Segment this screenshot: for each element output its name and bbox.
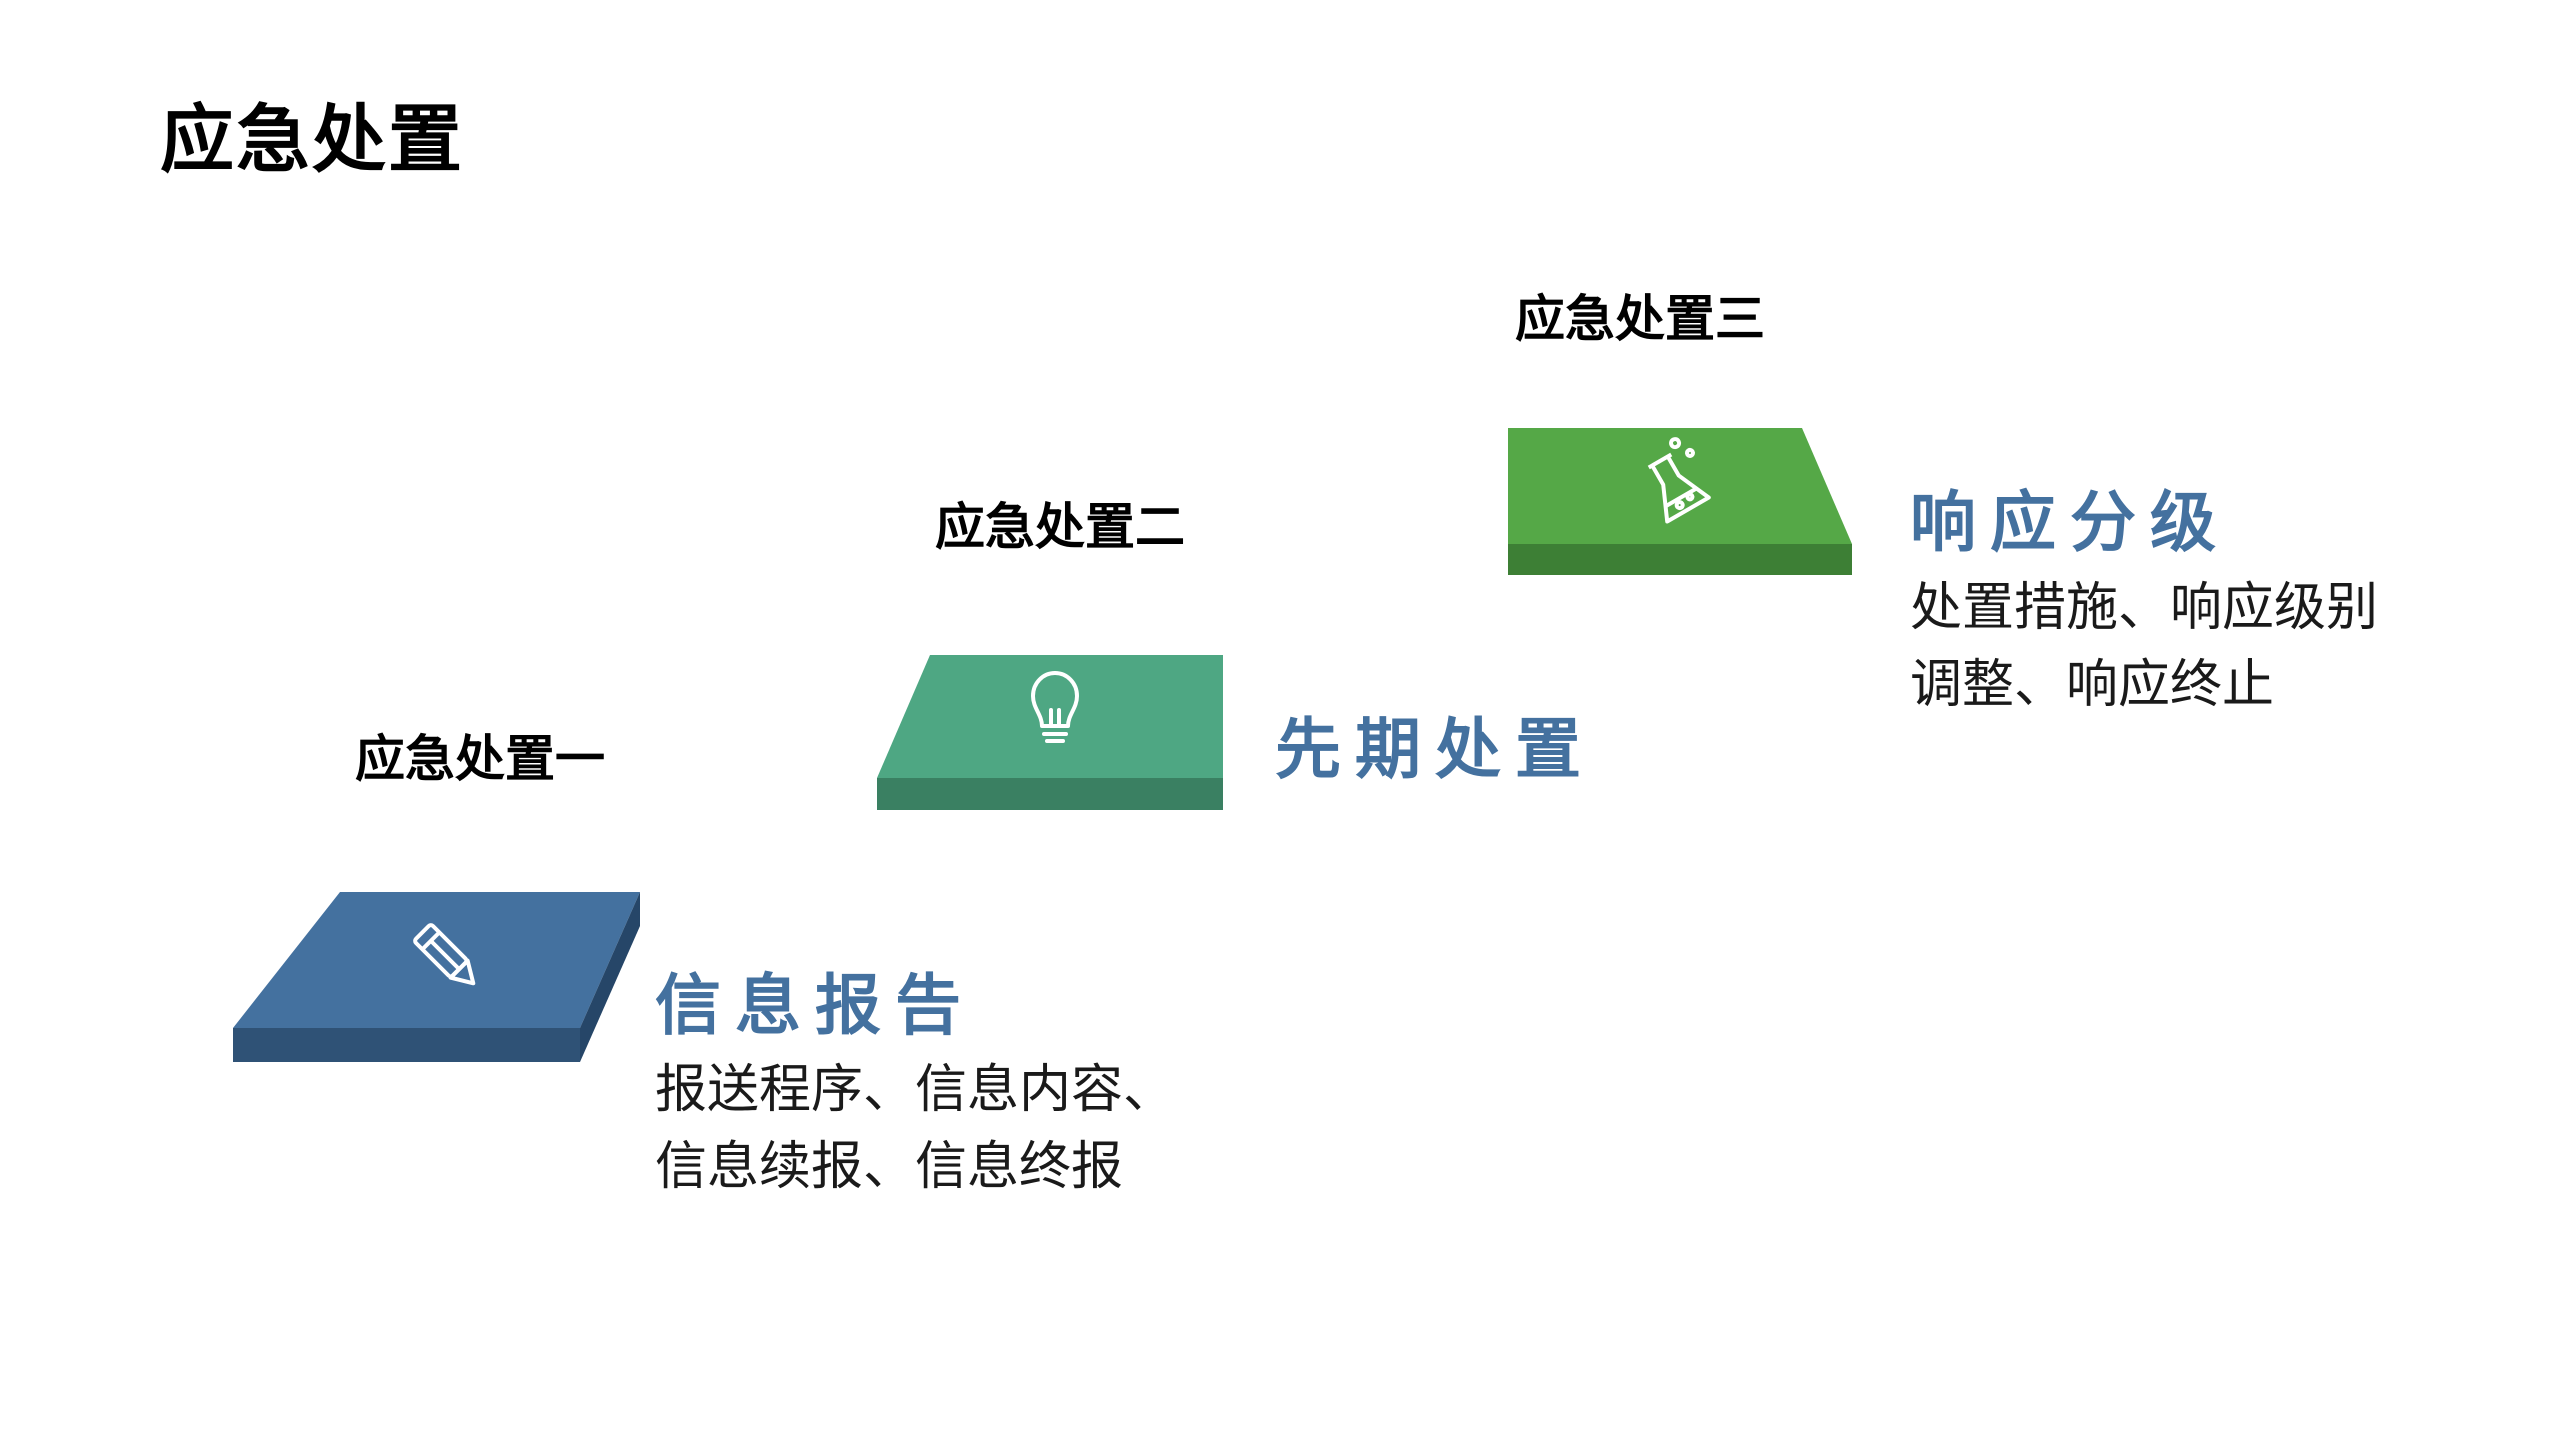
step-1-heading: 信息报告 xyxy=(655,967,975,1044)
step-3-description-line-2: 调整、响应终止 xyxy=(1910,655,2275,715)
lightbulb-icon xyxy=(1031,671,1079,743)
step-3-front-face xyxy=(1508,544,1852,575)
step-2-label: 应急处置二 xyxy=(935,498,1185,556)
step-1-description-line-1: 报送程序、信息内容、 xyxy=(655,1060,1176,1120)
step-1-top-face xyxy=(233,892,640,1028)
step-3-label: 应急处置三 xyxy=(1515,290,1765,348)
step-1-front-face xyxy=(233,1028,580,1062)
flask-icon xyxy=(1647,437,1711,524)
step-1-description: 报送程序、信息内容、 信息续报、信息终报 xyxy=(655,1052,1175,1206)
step-2-front-face xyxy=(877,778,1223,810)
step-2-heading: 先期处置 xyxy=(1275,711,1595,788)
step-3-block xyxy=(1508,428,1852,575)
step-1-label: 应急处置一 xyxy=(355,730,605,788)
step-3-top-face xyxy=(1508,428,1852,544)
step-1-block xyxy=(233,892,640,1062)
step-2-block xyxy=(877,655,1223,810)
step-1-description-line-2: 信息续报、信息终报 xyxy=(655,1137,1124,1197)
step-3-heading: 响应分级 xyxy=(1910,484,2230,561)
page-title: 应急处置 xyxy=(160,97,464,183)
step-3-description: 处置措施、响应级别 调整、响应终止 xyxy=(1910,570,2378,724)
step-1-side-face xyxy=(580,892,640,1062)
pencil-icon xyxy=(413,923,476,986)
step-3-description-line-1: 处置措施、响应级别 xyxy=(1910,578,2379,638)
